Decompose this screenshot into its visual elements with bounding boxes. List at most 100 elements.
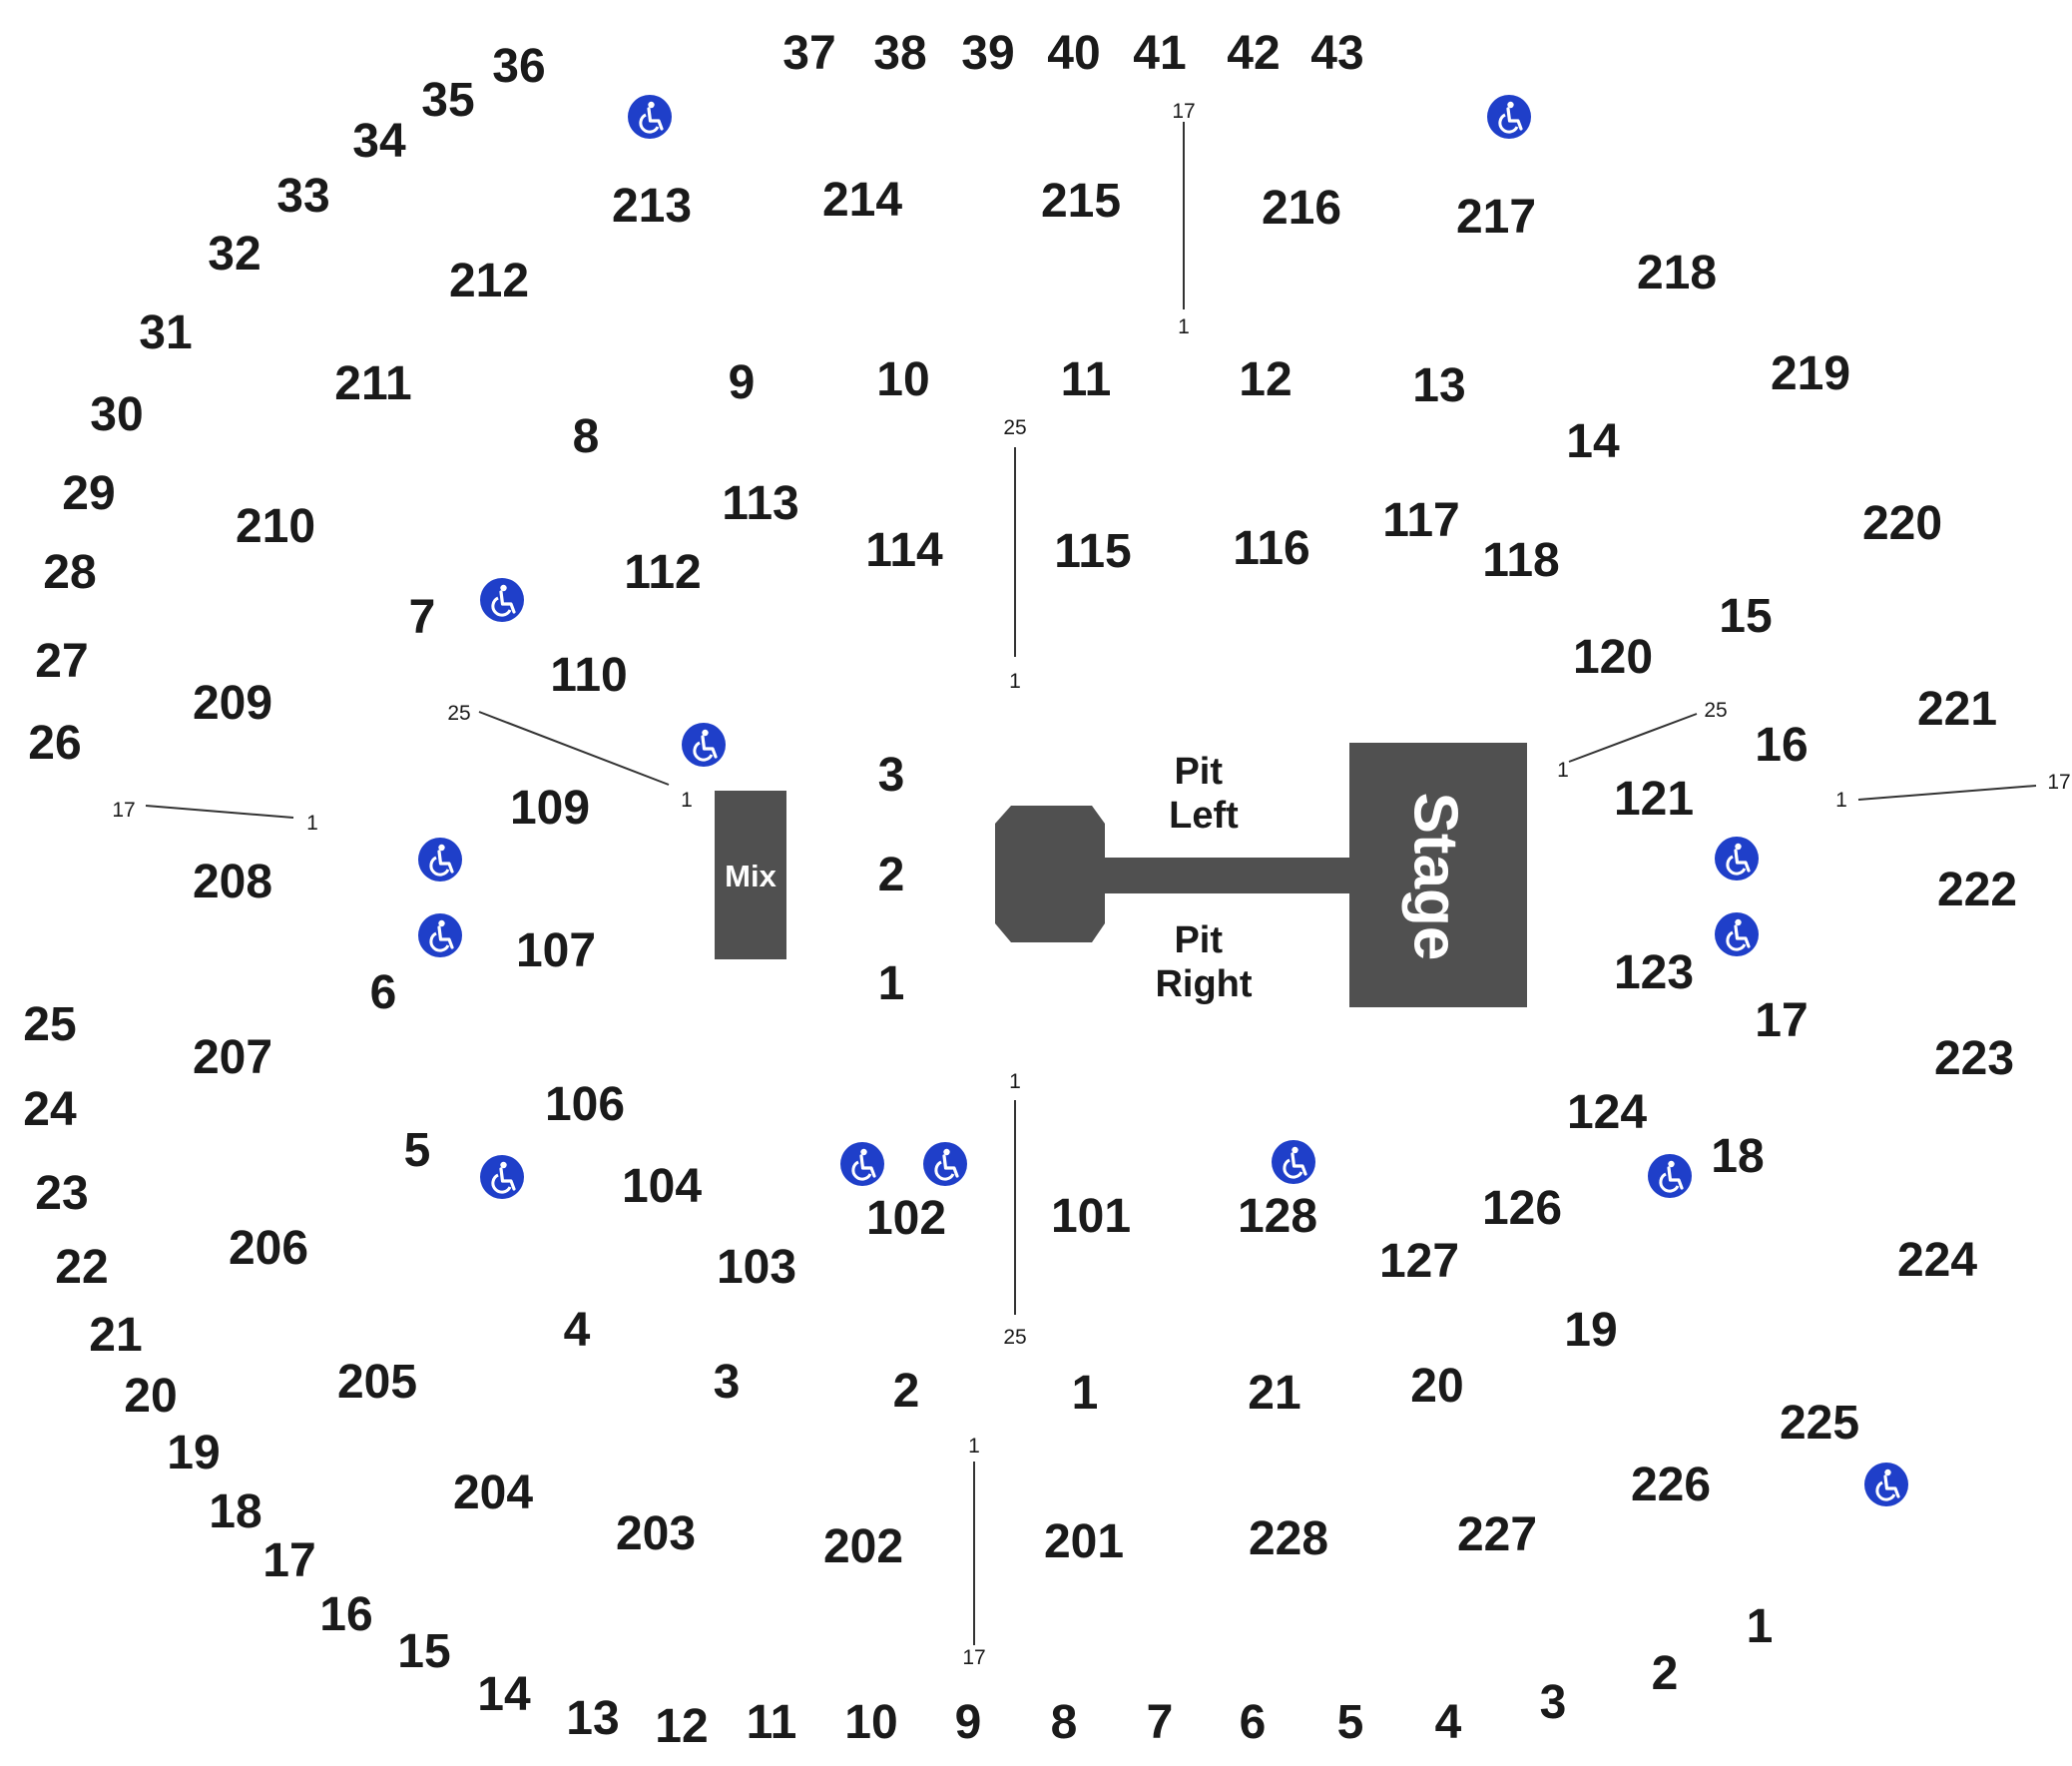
inner-number-11: 11 bbox=[1061, 353, 1112, 406]
section-228[interactable]: 228 bbox=[1249, 1512, 1328, 1565]
section-208[interactable]: 208 bbox=[193, 856, 272, 908]
section-107[interactable]: 107 bbox=[516, 924, 596, 977]
outer-number-15: 15 bbox=[397, 1625, 450, 1678]
section-207[interactable]: 207 bbox=[193, 1031, 272, 1084]
section-116[interactable]: 116 bbox=[1233, 522, 1309, 575]
section-203[interactable]: 203 bbox=[616, 1507, 696, 1560]
section-213[interactable]: 213 bbox=[612, 180, 692, 233]
wheelchair-icon[interactable] bbox=[1646, 1152, 1694, 1200]
section-113[interactable]: 113 bbox=[722, 477, 798, 530]
outer-number-37: 37 bbox=[782, 27, 835, 80]
stage-block[interactable] bbox=[1349, 743, 1527, 1007]
inner-number-6: 6 bbox=[370, 966, 397, 1019]
wheelchair-icon[interactable] bbox=[416, 836, 464, 883]
inner-number-3: 3 bbox=[714, 1356, 741, 1409]
outer-number-12: 12 bbox=[655, 1700, 708, 1753]
section-101[interactable]: 101 bbox=[1051, 1190, 1131, 1243]
section-110[interactable]: 110 bbox=[550, 649, 627, 702]
outer-number-24: 24 bbox=[23, 1083, 77, 1136]
section-128[interactable]: 128 bbox=[1238, 1190, 1317, 1243]
section-112[interactable]: 112 bbox=[624, 546, 701, 599]
section-118[interactable]: 118 bbox=[1482, 534, 1559, 587]
section-109[interactable]: 109 bbox=[510, 782, 590, 835]
wheelchair-icon[interactable] bbox=[626, 93, 674, 141]
section-115[interactable]: 115 bbox=[1054, 525, 1131, 578]
section-226[interactable]: 226 bbox=[1631, 1459, 1711, 1511]
section-117[interactable]: 117 bbox=[1382, 494, 1459, 547]
floor-row-1[interactable]: 1 bbox=[878, 957, 905, 1010]
section-126[interactable]: 126 bbox=[1482, 1182, 1562, 1235]
section-219[interactable]: 219 bbox=[1771, 347, 1850, 400]
pit-right-label[interactable]: Pit Right bbox=[1155, 919, 1252, 1005]
section-121[interactable]: 121 bbox=[1614, 773, 1694, 826]
section-123[interactable]: 123 bbox=[1614, 946, 1694, 999]
inner-number-17: 17 bbox=[1755, 994, 1808, 1047]
section-206[interactable]: 206 bbox=[229, 1222, 308, 1275]
section-212[interactable]: 212 bbox=[449, 255, 529, 307]
inner-number-19: 19 bbox=[1564, 1304, 1617, 1357]
outer-number-33: 33 bbox=[276, 170, 329, 223]
section-124[interactable]: 124 bbox=[1567, 1086, 1647, 1139]
section-211[interactable]: 211 bbox=[334, 357, 411, 410]
row-range-label: 17 bbox=[2047, 771, 2070, 794]
wheelchair-icon[interactable] bbox=[838, 1140, 886, 1188]
section-224[interactable]: 224 bbox=[1897, 1234, 1977, 1287]
row-guide-line bbox=[1568, 713, 1698, 763]
wheelchair-icon[interactable] bbox=[1713, 910, 1761, 958]
wheelchair-icon[interactable] bbox=[1713, 835, 1761, 883]
section-102[interactable]: 102 bbox=[866, 1192, 946, 1245]
section-120[interactable]: 120 bbox=[1573, 631, 1653, 684]
section-205[interactable]: 205 bbox=[337, 1356, 417, 1409]
wheelchair-icon[interactable] bbox=[1862, 1461, 1910, 1508]
inner-number-4: 4 bbox=[564, 1304, 591, 1357]
section-106[interactable]: 106 bbox=[545, 1078, 625, 1131]
section-214[interactable]: 214 bbox=[822, 174, 902, 227]
outer-number-27: 27 bbox=[35, 635, 88, 688]
section-202[interactable]: 202 bbox=[823, 1520, 903, 1573]
runway bbox=[1098, 858, 1349, 893]
outer-number-4: 4 bbox=[1435, 1696, 1462, 1749]
outer-number-8: 8 bbox=[1051, 1696, 1078, 1749]
section-114[interactable]: 114 bbox=[865, 524, 943, 577]
section-201[interactable]: 201 bbox=[1044, 1515, 1124, 1568]
wheelchair-icon[interactable] bbox=[1485, 93, 1533, 141]
outer-number-11: 11 bbox=[747, 1696, 797, 1749]
section-227[interactable]: 227 bbox=[1457, 1508, 1537, 1561]
floor-row-2[interactable]: 2 bbox=[878, 849, 905, 901]
outer-number-22: 22 bbox=[55, 1241, 108, 1294]
wheelchair-icon[interactable] bbox=[478, 1153, 526, 1201]
wheelchair-icon[interactable] bbox=[1270, 1138, 1317, 1186]
section-217[interactable]: 217 bbox=[1456, 191, 1536, 244]
floor-row-3[interactable]: 3 bbox=[878, 749, 905, 802]
inner-number-1: 1 bbox=[1072, 1367, 1099, 1420]
wheelchair-icon[interactable] bbox=[921, 1140, 969, 1188]
section-127[interactable]: 127 bbox=[1379, 1235, 1459, 1288]
wheelchair-icon[interactable] bbox=[680, 721, 728, 769]
section-204[interactable]: 204 bbox=[453, 1467, 533, 1519]
wheelchair-icon[interactable] bbox=[478, 576, 526, 624]
outer-number-35: 35 bbox=[421, 74, 474, 127]
section-209[interactable]: 209 bbox=[193, 677, 272, 730]
wheelchair-icon[interactable] bbox=[416, 911, 464, 959]
row-range-label: 1 bbox=[681, 789, 693, 812]
section-223[interactable]: 223 bbox=[1934, 1032, 2014, 1085]
section-210[interactable]: 210 bbox=[236, 500, 315, 553]
section-222[interactable]: 222 bbox=[1937, 864, 2017, 916]
section-216[interactable]: 216 bbox=[1262, 182, 1341, 235]
pit-left-label[interactable]: Pit Left bbox=[1169, 751, 1239, 837]
section-225[interactable]: 225 bbox=[1780, 1397, 1859, 1450]
section-218[interactable]: 218 bbox=[1637, 247, 1717, 299]
section-221[interactable]: 221 bbox=[1917, 683, 1997, 736]
section-104[interactable]: 104 bbox=[622, 1160, 702, 1213]
inner-number-10: 10 bbox=[876, 353, 929, 406]
section-215[interactable]: 215 bbox=[1041, 175, 1121, 228]
row-range-label: 1 bbox=[1009, 1070, 1021, 1093]
outer-number-13: 13 bbox=[566, 1692, 619, 1745]
outer-number-6: 6 bbox=[1240, 1696, 1267, 1749]
inner-number-8: 8 bbox=[573, 410, 600, 463]
outer-number-43: 43 bbox=[1310, 27, 1363, 80]
outer-number-31: 31 bbox=[139, 306, 192, 359]
section-103[interactable]: 103 bbox=[717, 1241, 796, 1294]
section-220[interactable]: 220 bbox=[1862, 497, 1942, 550]
thrust-platform[interactable] bbox=[995, 806, 1105, 942]
